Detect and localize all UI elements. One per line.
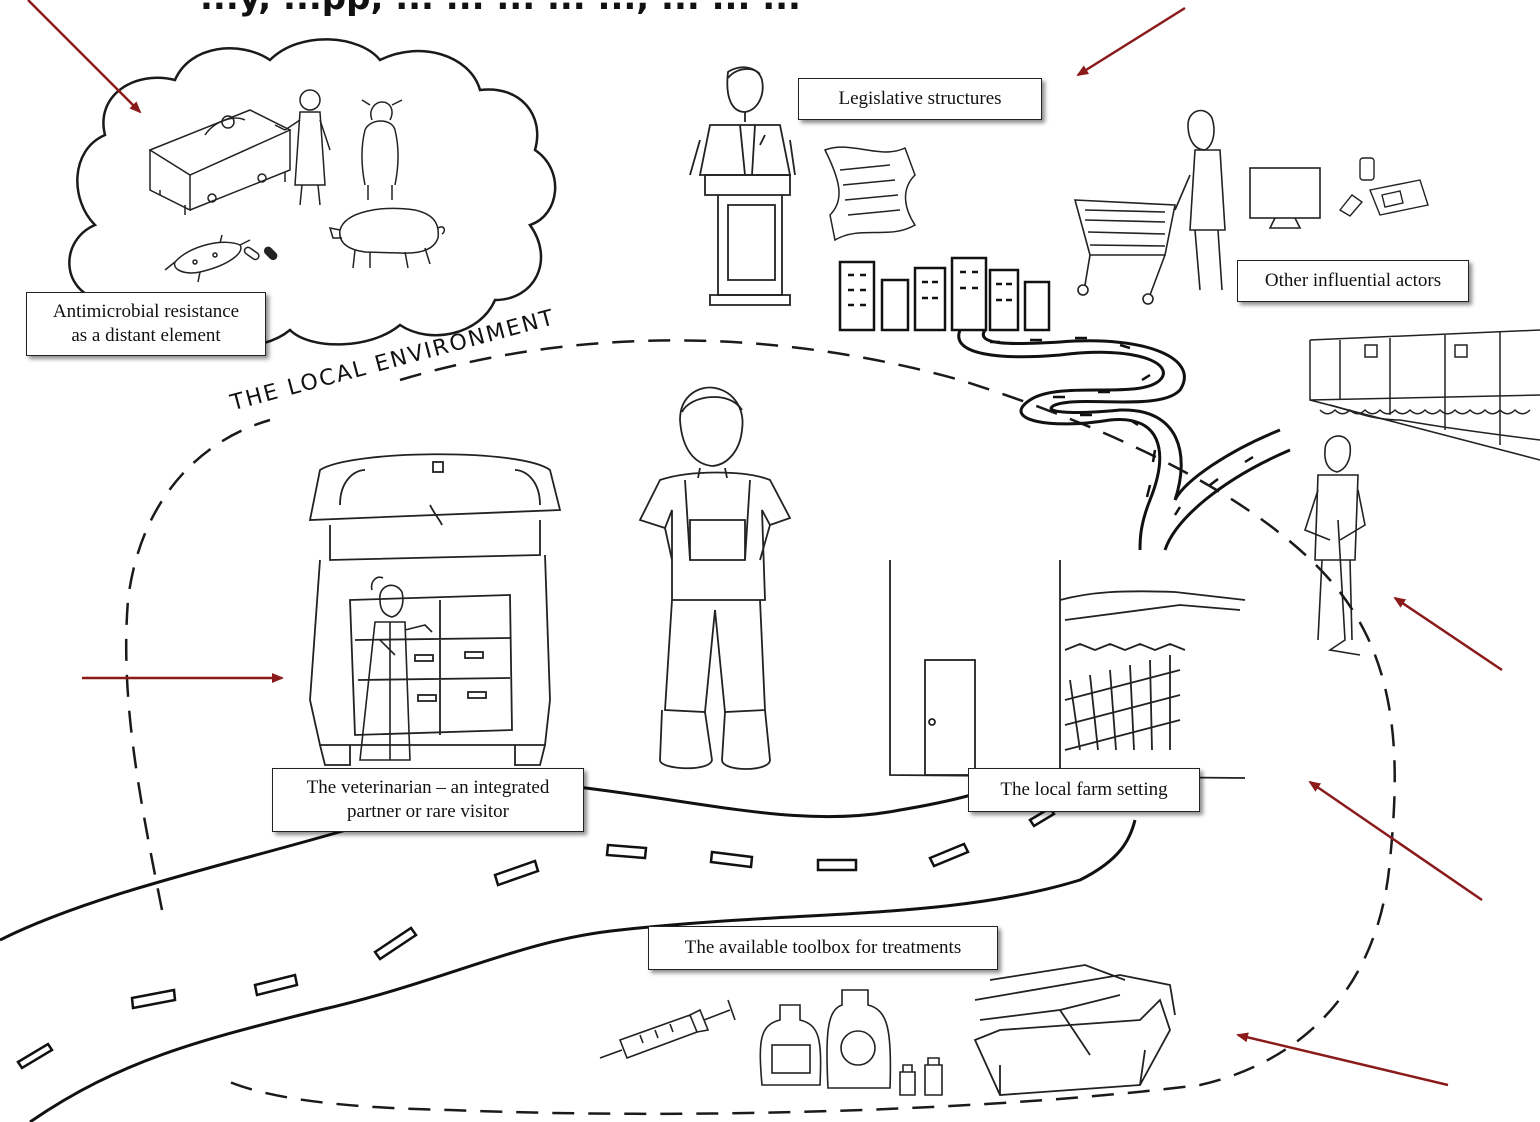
toolbox-icon [973, 964, 1176, 1096]
farm-building-icon [889, 560, 1246, 779]
pig-icon [328, 207, 446, 269]
shopper-with-cart-icon [1073, 109, 1226, 305]
vet-car-trunk-icon [308, 453, 562, 766]
label-other-influential-actors: Other influential actors [1237, 260, 1469, 302]
city-buildings-icon [838, 256, 1051, 332]
bacterium-icon [164, 234, 251, 283]
label-legislative-structures: Legislative structures [798, 78, 1042, 120]
doctor-icon [274, 89, 331, 206]
label-legislative-text: Legislative structures [838, 88, 1002, 109]
arrow-to-toolbox [1236, 1032, 1449, 1087]
farm-worker-icon [1304, 435, 1366, 656]
road-dashes-upper [990, 336, 1254, 516]
veterinarian-icon [359, 576, 433, 761]
label-amr-line1: Antimicrobial resistance [52, 301, 240, 322]
label-veterinarian: The veterinarian – an integrated partner… [272, 768, 584, 832]
label-vet-line2: partner or rare visitor [347, 801, 509, 822]
arrow-to-legislative [1076, 6, 1186, 77]
hospital-bed-icon [148, 109, 292, 215]
label-antimicrobial-resistance: Antimicrobial resistance as a distant el… [26, 292, 266, 356]
road-dashes-lower [16, 806, 1056, 1070]
phone-icon [1338, 157, 1375, 217]
arrow-to-farm-setting [1308, 780, 1483, 902]
thought-cloud [68, 38, 557, 348]
cow-icon [361, 99, 403, 200]
label-amr-line2: as a distant element [71, 325, 221, 346]
label-local-farm-setting: The local farm setting [968, 768, 1200, 812]
medicine-bottles-icon [759, 989, 943, 1096]
tv-monitor-icon [1249, 167, 1321, 229]
label-available-toolbox: The available toolbox for treatments [648, 926, 998, 970]
farmer-in-overalls-icon [638, 386, 792, 770]
syringe-icon [599, 999, 736, 1060]
label-vet-line1: The veterinarian – an integrated [306, 777, 550, 798]
cropped-top-heading: ...y, ...pp, ... ... ... ... ..., ... ..… [200, 0, 801, 18]
pill-capsule-icon [243, 246, 278, 261]
barn-stalls-icon [1309, 329, 1540, 461]
label-other-actors-text: Other influential actors [1264, 270, 1442, 291]
newspaper-icon [1369, 179, 1429, 216]
arrow-to-farm-worker [1393, 596, 1503, 672]
winding-road [957, 329, 1291, 551]
label-farm-text: The local farm setting [1000, 779, 1168, 800]
label-toolbox-text: The available toolbox for treatments [684, 937, 962, 958]
politician-at-podium-icon [689, 66, 796, 306]
arrows [27, 0, 1503, 1087]
arrow-to-amr-cloud [27, 0, 142, 114]
local-environment-boundary [124, 339, 1396, 1116]
legal-scroll-icon [823, 146, 917, 242]
